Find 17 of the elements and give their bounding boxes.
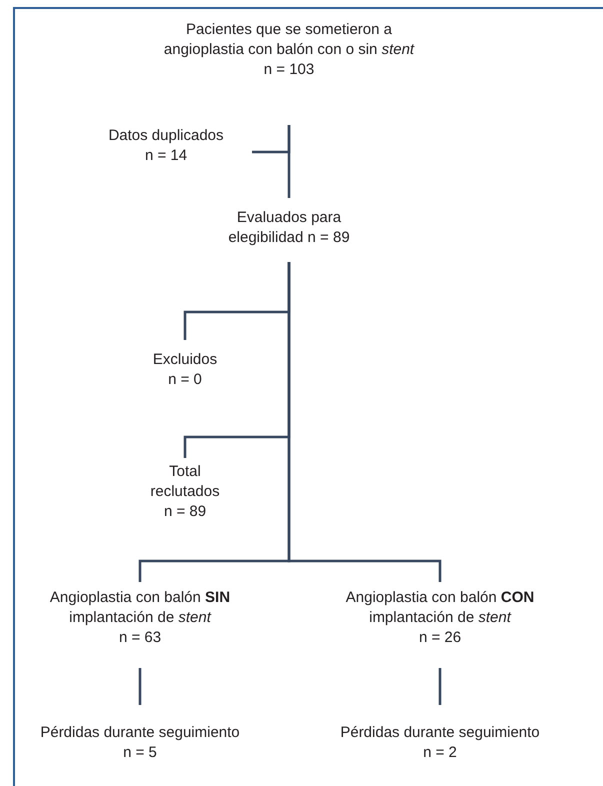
count-label: n = 14 — [144, 146, 188, 166]
count-label: n = 89 — [164, 502, 206, 522]
connector-line — [138, 668, 142, 705]
count-label: n = 26 — [418, 628, 462, 648]
node-label: Datos duplicados — [108, 126, 224, 146]
count-label: n = 103 — [264, 60, 314, 80]
node-label: Pérdidas durante seguimiento — [40, 723, 240, 743]
connector-line — [438, 668, 442, 705]
connector-line — [288, 262, 442, 582]
count-label: n = 63 — [118, 628, 162, 648]
node-label: Excluidos — [152, 350, 218, 370]
connector-line — [288, 125, 290, 198]
count-label: n = 5 — [123, 743, 157, 763]
node-label: Evaluados para elegibilidad n = 89 — [227, 208, 351, 248]
node-label: Pérdidas durante seguimiento — [340, 723, 540, 743]
count-label: n = 2 — [423, 743, 457, 763]
count-label: n = 0 — [168, 370, 202, 390]
